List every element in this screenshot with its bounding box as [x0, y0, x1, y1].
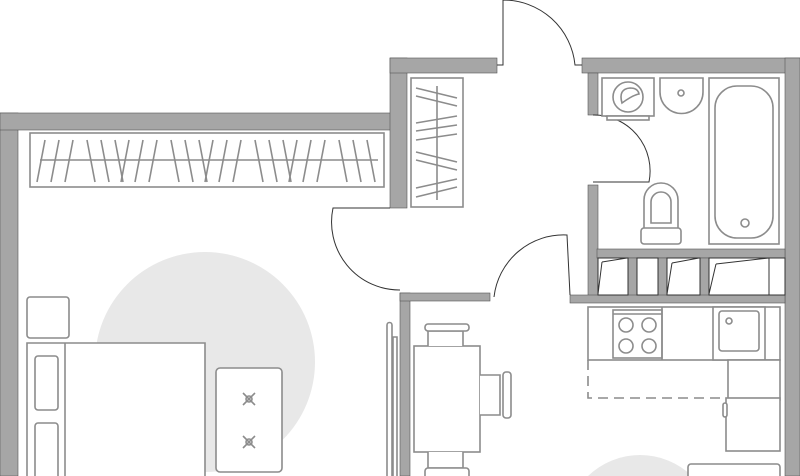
hanger-line [288, 139, 298, 183]
bed [26, 342, 206, 476]
hanger-line [316, 139, 326, 183]
hanger-line [148, 139, 158, 183]
hanger-line [338, 139, 348, 183]
hanger-line [268, 139, 278, 183]
hanger-line [232, 139, 242, 183]
hanger-line [64, 139, 74, 183]
storage-cells [597, 257, 786, 296]
hanger-line [218, 139, 228, 183]
hanger-line [366, 139, 376, 183]
sink [659, 77, 704, 115]
kitchen-zone-circle [588, 455, 692, 476]
radiator [386, 321, 398, 476]
hanger-line [100, 139, 110, 183]
hanger-line [36, 139, 46, 183]
coffee-table [215, 367, 283, 473]
hanger-line [50, 139, 60, 183]
kitchen-door [493, 234, 571, 298]
dining-table [413, 323, 512, 476]
bathtub [708, 77, 780, 245]
washing-machine [601, 77, 655, 121]
hanger-line [254, 139, 264, 183]
bathroom-door [592, 114, 651, 183]
hall-closet [410, 77, 464, 208]
kitchen-counter [587, 306, 781, 476]
toilet [640, 182, 682, 245]
hanger-line [86, 139, 96, 183]
hanger-line [204, 139, 214, 183]
entrance-door [497, 0, 582, 66]
hanger-line [302, 139, 312, 183]
hanger-line [352, 139, 362, 183]
hanger-line [134, 139, 144, 183]
wardrobe [29, 132, 385, 188]
walls [0, 57, 800, 476]
nightstand [26, 296, 70, 339]
living-room-door [331, 207, 401, 291]
hanger-line [120, 139, 130, 183]
hanger-line [184, 139, 194, 183]
hanger-line [170, 139, 180, 183]
